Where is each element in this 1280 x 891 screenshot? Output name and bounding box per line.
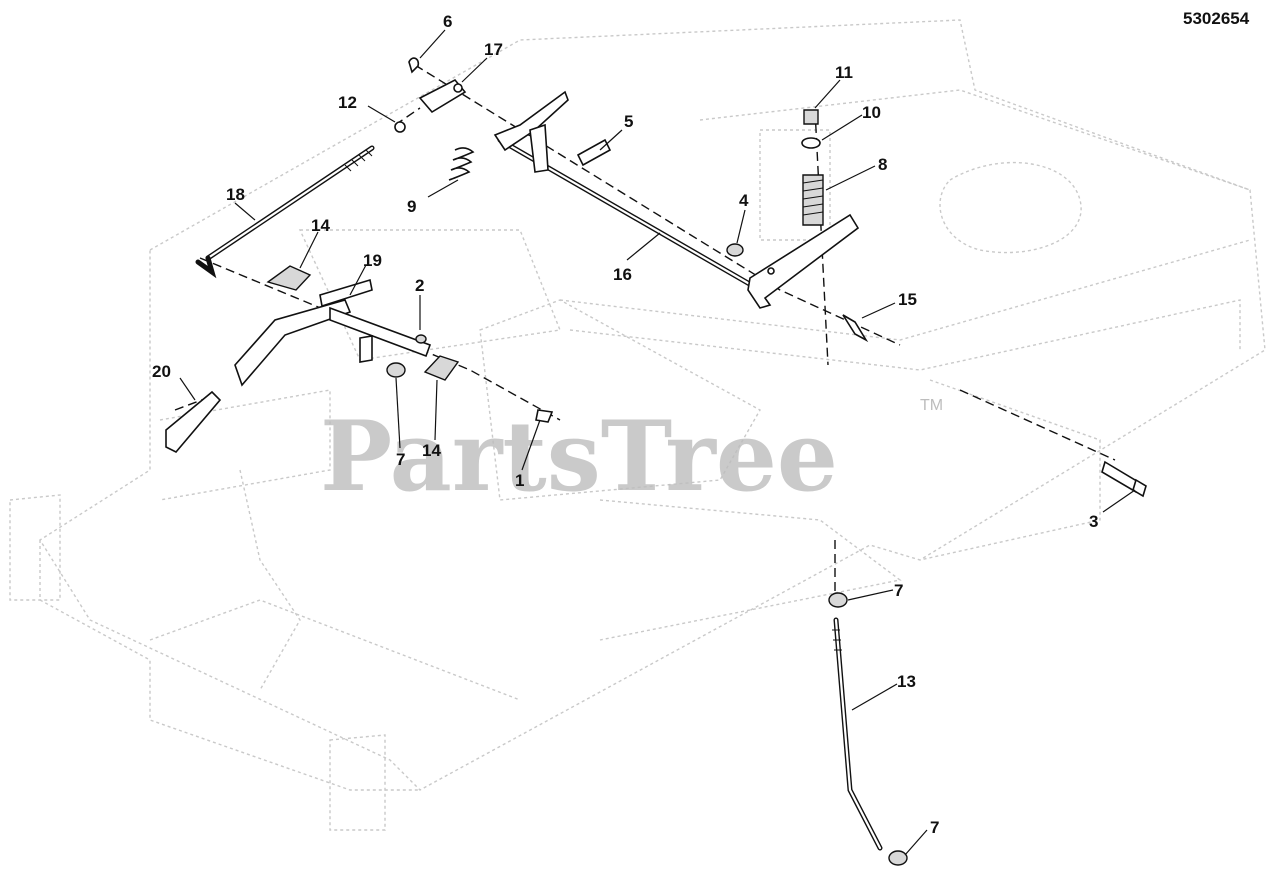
callout-leaders — [179, 29, 1136, 856]
callout-5: 5 — [624, 112, 633, 131]
part-18-threaded-rod — [195, 145, 375, 279]
callout-17: 17 — [484, 40, 503, 59]
part-7-spacer-left — [386, 362, 406, 378]
part-7-spacer-bottom — [888, 850, 908, 866]
callout-12: 12 — [338, 93, 357, 112]
part-1-bolt — [535, 409, 554, 423]
part-19-pedal-arm — [234, 278, 432, 387]
callout-7-right: 7 — [894, 581, 903, 600]
part-13-link-rod — [832, 617, 883, 851]
callout-4: 4 — [739, 191, 749, 210]
callout-14-upper: 14 — [311, 216, 330, 235]
part-3-bolt — [1101, 460, 1147, 498]
part-14-bearing-upper — [266, 265, 312, 291]
cross-shaft-assembly — [493, 90, 860, 309]
callout-7-bottom: 7 — [930, 818, 939, 837]
callout-15: 15 — [898, 290, 917, 309]
callout-3: 3 — [1089, 512, 1098, 531]
callout-16: 16 — [613, 265, 632, 284]
part-5-pin — [576, 138, 612, 167]
mower-frame-outline — [9, 19, 1266, 831]
part-11-nut — [803, 109, 819, 125]
part-8-spring — [802, 174, 824, 226]
part-4-bushing — [726, 243, 744, 257]
part-20-pedal-pad — [165, 390, 222, 453]
part-12-nut — [394, 121, 406, 133]
watermark-text: PartsTree — [320, 400, 838, 513]
document-number: 5302654 — [1183, 9, 1250, 28]
watermark: PartsTree TM — [320, 397, 943, 513]
callout-8: 8 — [878, 155, 887, 174]
part-14-bearing-lower — [423, 355, 460, 381]
assembly-alignment-lines — [174, 64, 1116, 600]
callout-14-lower: 14 — [422, 441, 441, 460]
part-7-spacer-right — [828, 592, 848, 608]
callout-2: 2 — [415, 276, 424, 295]
callout-10: 10 — [862, 103, 881, 122]
callout-7-left: 7 — [396, 450, 405, 469]
part-10-washer — [801, 137, 821, 149]
part-17-clevis — [408, 57, 467, 114]
callout-13: 13 — [897, 672, 916, 691]
trademark-mark: TM — [920, 397, 943, 414]
callout-19: 19 — [363, 251, 382, 270]
callout-6: 6 — [443, 12, 452, 31]
callout-18: 18 — [226, 185, 245, 204]
callout-9: 9 — [407, 197, 416, 216]
callout-20: 20 — [152, 362, 171, 381]
part-9-spring — [448, 147, 475, 181]
callout-1: 1 — [515, 471, 524, 490]
part-15-pin — [842, 314, 869, 343]
callout-11: 11 — [835, 63, 853, 82]
part-2-bushing — [415, 334, 427, 344]
callout-numbers: 6 17 12 5 11 10 8 9 18 4 16 14 19 2 15 2… — [152, 12, 1098, 837]
